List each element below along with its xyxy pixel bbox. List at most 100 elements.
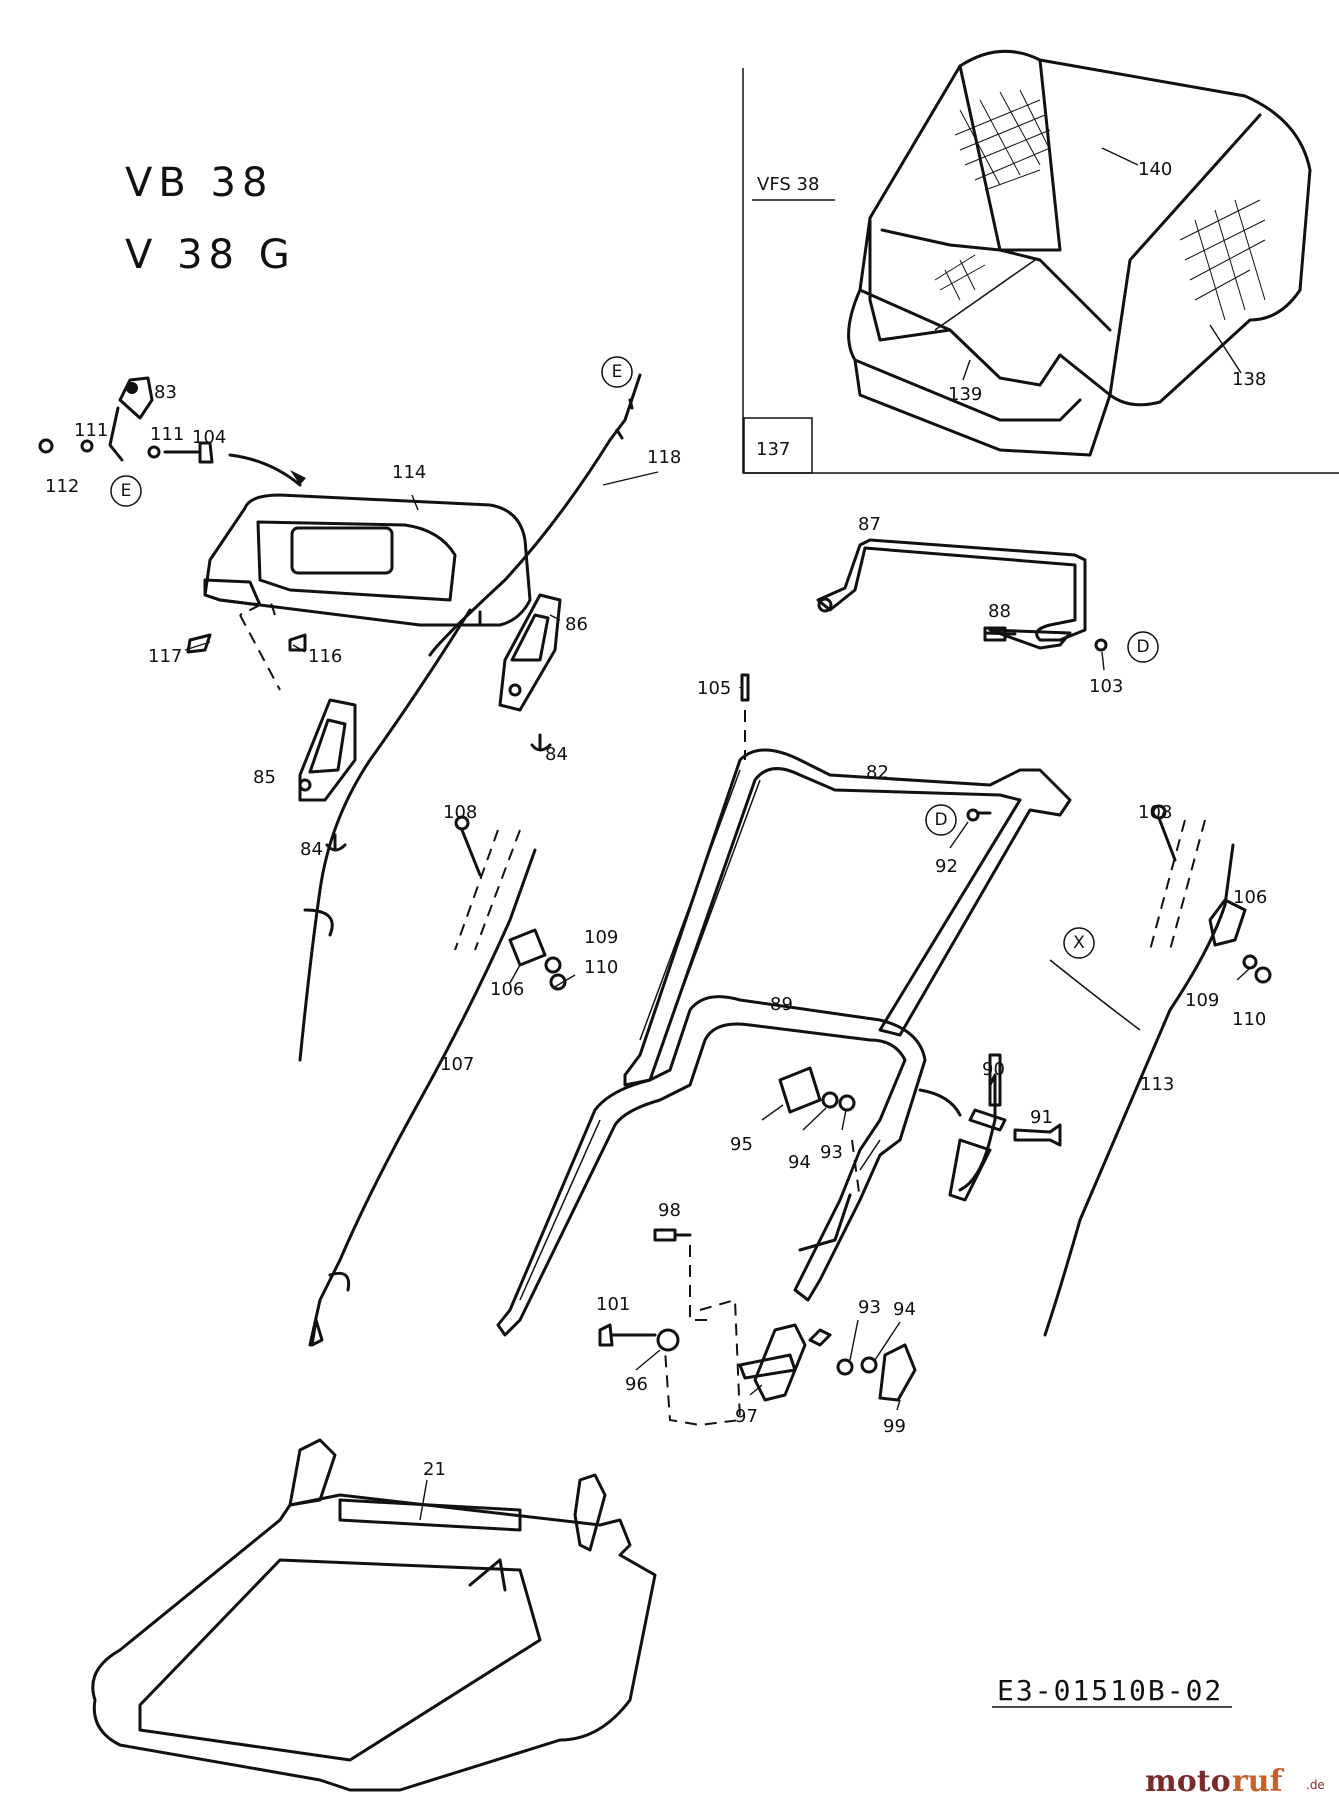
inset-title: VFS 38 — [757, 174, 819, 195]
cable-107 — [308, 848, 537, 1347]
bolt-104 — [163, 441, 214, 464]
bolt-91 — [1013, 1123, 1062, 1147]
cable-long — [298, 608, 472, 1062]
label-114: 114 — [392, 462, 426, 483]
svg-text:D: D — [934, 810, 947, 830]
pin-105 — [740, 673, 750, 702]
label-106a: 106 — [490, 979, 524, 1000]
label-83: 83 — [154, 382, 177, 403]
label-99: 99 — [883, 1416, 906, 1437]
bag-side-edge — [1108, 113, 1262, 397]
knob-99 — [878, 1343, 917, 1402]
bushing-96 — [656, 1328, 680, 1352]
cam-arrow — [918, 1088, 962, 1117]
label-93b: 93 — [858, 1297, 881, 1318]
watermark-part1: moto — [1145, 1764, 1231, 1799]
label-112: 112 — [45, 476, 79, 497]
arrow-to-114 — [228, 453, 302, 487]
cable-118 — [428, 373, 642, 657]
model-title-v38g: V 38 G — [125, 232, 296, 278]
label-140: 140 — [1138, 159, 1172, 180]
label-111b: 111 — [150, 424, 184, 445]
svg-text:D: D — [1136, 637, 1149, 657]
assembly-dash-1 — [239, 599, 281, 691]
label-91: 91 — [1030, 1107, 1053, 1128]
label-103: 103 — [1089, 676, 1123, 697]
label-101: 101 — [596, 1294, 630, 1315]
bolt-98-dash — [689, 1245, 710, 1321]
lead-139 — [934, 259, 1036, 331]
grass-bag-body — [868, 49, 1312, 407]
svg-text:E: E — [612, 362, 623, 382]
leader-lines — [184, 147, 1251, 1521]
label-21: 21 — [423, 1459, 446, 1480]
label-108a: 108 — [443, 802, 477, 823]
catcher-frame — [847, 216, 1112, 457]
label-106b: 106 — [1233, 887, 1267, 908]
watermark-suffix: .de — [1306, 1778, 1325, 1792]
label-104: 104 — [192, 427, 226, 448]
nut-94b — [860, 1356, 878, 1374]
bag-mesh-hatch — [934, 89, 1266, 321]
label-110a: 110 — [584, 957, 618, 978]
label-86: 86 — [565, 614, 588, 635]
clamp-left — [454, 815, 567, 991]
inset-box-label: 137 — [756, 439, 790, 460]
ref-marker-e-left — [110, 475, 142, 507]
cable-113 — [1043, 843, 1235, 1337]
label-97: 97 — [735, 1406, 758, 1427]
rear-deck-21 — [91, 1438, 657, 1792]
nut-94a — [821, 1091, 839, 1109]
label-90: 90 — [982, 1059, 1005, 1080]
drawing-code: E3-01510B-02 — [997, 1674, 1223, 1707]
part-labels: 83 111 111 104 112 114 118 86 117 116 84… — [45, 159, 1267, 1480]
cable-break-1 — [303, 908, 334, 937]
bolt-98 — [653, 1228, 692, 1242]
inset-grass-catcher: 137 VFS 38 — [742, 49, 1339, 474]
label-105: 105 — [697, 678, 731, 699]
knob-assembly-upper — [778, 1053, 1062, 1202]
washer-111a — [80, 439, 94, 453]
washer-109b — [1242, 954, 1258, 970]
clamp-106b — [1208, 898, 1247, 947]
bracket-86 — [498, 593, 562, 752]
label-138: 138 — [1232, 369, 1266, 390]
handle-87 — [816, 538, 1108, 652]
switch-box-114 — [203, 493, 532, 627]
washer-103 — [1094, 638, 1108, 652]
label-93a: 93 — [820, 1142, 843, 1163]
bracket-dash — [664, 1298, 742, 1427]
label-84a: 84 — [300, 839, 323, 860]
label-87: 87 — [858, 514, 881, 535]
label-96: 96 — [625, 1374, 648, 1395]
washer-111b — [147, 445, 161, 459]
label-88: 88 — [988, 601, 1011, 622]
watermark-logo: moto ruf .de — [1145, 1764, 1325, 1799]
bag-seam — [958, 58, 1062, 252]
label-82: 82 — [866, 762, 889, 783]
label-139: 139 — [948, 384, 982, 405]
ref-markers: E E D D X — [110, 356, 1159, 959]
screw-84b — [530, 733, 552, 752]
label-85: 85 — [253, 767, 276, 788]
svg-text:E: E — [121, 481, 132, 501]
label-92: 92 — [935, 856, 958, 877]
washer-109a — [544, 956, 562, 974]
label-94a: 94 — [788, 1152, 811, 1173]
clamp-106a — [508, 928, 547, 967]
ref-marker-d-right — [1127, 631, 1159, 663]
bracket-85 — [298, 698, 357, 852]
label-118: 118 — [647, 447, 681, 468]
label-95: 95 — [730, 1134, 753, 1155]
clamp-right — [1149, 804, 1272, 984]
handle-82 — [623, 748, 1072, 1087]
label-109b: 109 — [1185, 990, 1219, 1011]
clip-116 — [288, 633, 307, 652]
inset-label-box — [743, 417, 813, 474]
lead-x — [1049, 959, 1141, 1031]
hinge-97 — [753, 1323, 807, 1402]
label-107: 107 — [440, 1054, 474, 1075]
label-110b: 110 — [1232, 1009, 1266, 1030]
label-113: 113 — [1140, 1074, 1174, 1095]
